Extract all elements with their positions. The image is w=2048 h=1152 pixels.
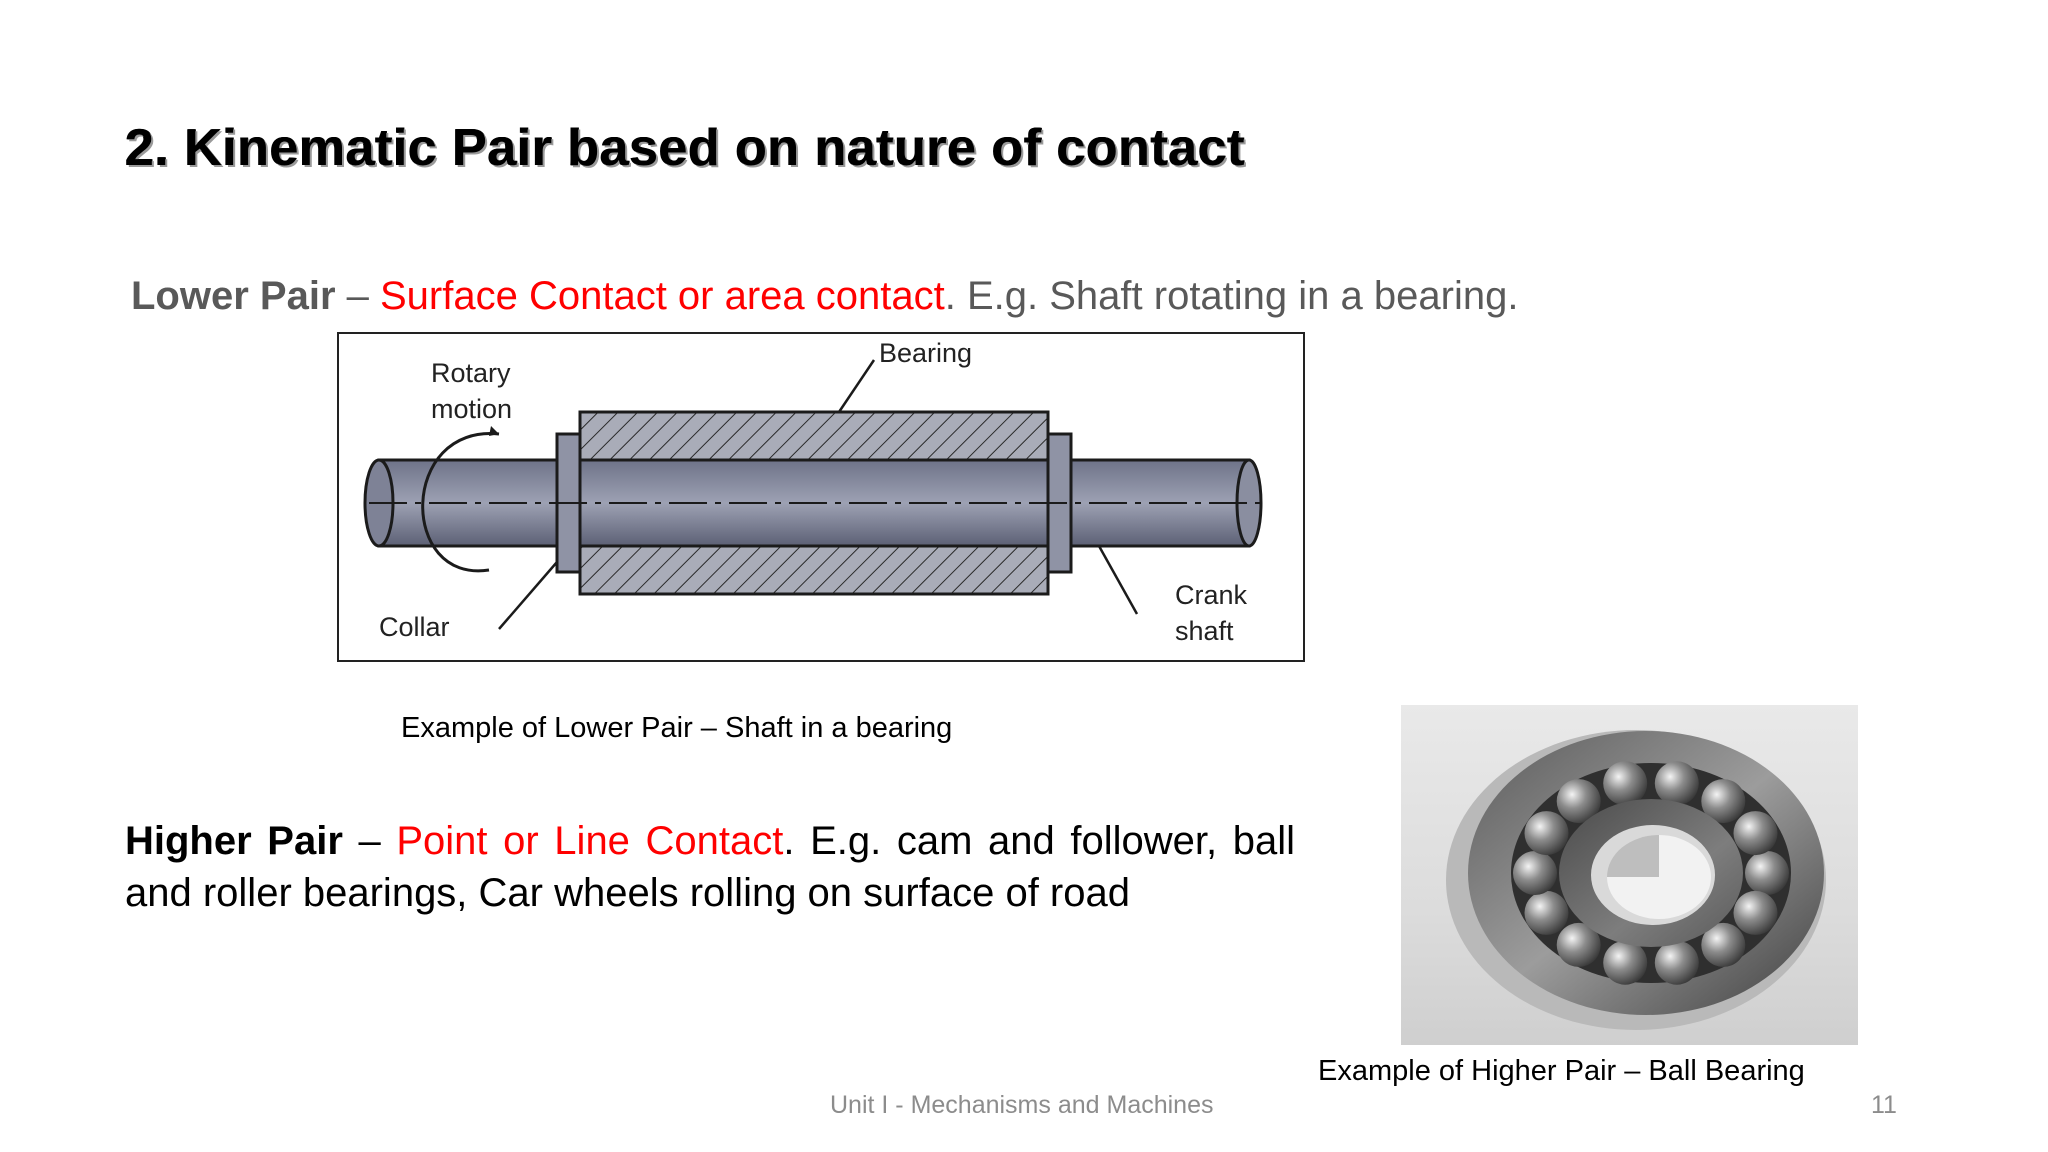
shaft-bearing-diagram: Rotary motion Bearing Collar Crank shaft <box>337 332 1305 662</box>
bearing-ball <box>1654 761 1699 806</box>
higher-pair-definition: Higher Pair – Point or Line Contact. E.g… <box>125 815 1295 919</box>
collar-leader <box>498 561 558 630</box>
bearing-ball <box>1701 922 1746 967</box>
label-motion: motion <box>431 394 512 424</box>
label-bearing: Bearing <box>879 338 972 368</box>
bearing-leader <box>837 359 876 413</box>
bearing-ball <box>1556 779 1601 824</box>
bearing-ball <box>1513 851 1557 895</box>
bearing-ball <box>1603 761 1648 806</box>
higher-pair-caption: Example of Higher Pair – Ball Bearing <box>1318 1055 1805 1087</box>
shaft-bearing-svg: Rotary motion Bearing Collar Crank shaft <box>363 338 1269 646</box>
ball-bearing-svg <box>1446 730 1826 1030</box>
label-collar: Collar <box>379 612 450 642</box>
lower-pair-dash: – <box>335 274 380 318</box>
higher-pair-term: Higher Pair <box>125 819 343 863</box>
higher-pair-example: . E.g. cam and follower, ball and roller… <box>125 819 1295 915</box>
bearing-bottom-half <box>578 544 1050 596</box>
page-number: 11 <box>1871 1091 1897 1119</box>
bearing-ball <box>1733 890 1778 935</box>
rotary-arrowhead <box>489 426 499 436</box>
bearing-ball <box>1524 811 1569 856</box>
bearing-ball <box>1701 779 1746 824</box>
label-shaft: shaft <box>1175 616 1234 646</box>
balls <box>1513 761 1789 985</box>
lower-pair-caption: Example of Lower Pair – Shaft in a beari… <box>401 712 953 744</box>
bearing-ball <box>1556 922 1601 967</box>
rotary-motion-arrow <box>421 432 500 573</box>
lower-pair-definition: Lower Pair – Surface Contact or area con… <box>131 274 1518 319</box>
bearing-ball <box>1524 890 1569 935</box>
bearing-ball <box>1654 940 1699 985</box>
label-crank: Crank <box>1175 580 1248 610</box>
bearing-top-half <box>578 410 1050 462</box>
label-rotary: Rotary <box>431 358 511 388</box>
bearing-ball <box>1603 940 1648 985</box>
bore-shade <box>1607 835 1659 877</box>
crank-leader <box>1097 545 1139 615</box>
footer-course: Unit I - Mechanisms and Machines <box>830 1091 1214 1119</box>
bearing-ball <box>1733 811 1778 856</box>
slide-title: 2. Kinematic Pair based on nature of con… <box>125 119 1246 177</box>
ball-bearing-photo <box>1401 705 1858 1045</box>
lower-pair-highlight: Surface Contact or area contact <box>380 274 945 318</box>
lower-pair-term: Lower Pair <box>131 274 336 318</box>
lower-pair-example: . E.g. Shaft rotating in a bearing. <box>944 274 1519 318</box>
bearing-ball <box>1745 851 1789 895</box>
higher-pair-highlight: Point or Line Contact <box>396 819 784 863</box>
higher-pair-dash: – <box>342 819 397 863</box>
